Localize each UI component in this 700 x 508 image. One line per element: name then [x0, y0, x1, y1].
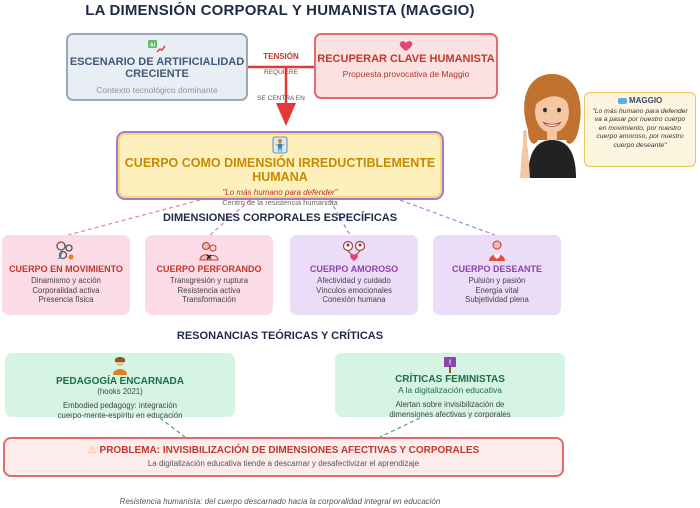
centra-label: SE CENTRA EN	[257, 95, 305, 102]
problem-title: PROBLEMA: INVISIBILIZACIÓN DE DIMENSIONE…	[99, 445, 480, 456]
feminist-line: dimensiones afectivas y corporales	[389, 409, 511, 419]
dimension-line: Energía vital	[475, 285, 519, 295]
page-title: LA DIMENSIÓN CORPORAL Y HUMANISTA (MAGGI…	[85, 2, 475, 19]
perforating-icon	[199, 242, 219, 261]
ai-box-sub: Contexto tecnológico dominante	[96, 84, 218, 95]
speech-icon	[617, 97, 627, 104]
humanist-box-sub: Propuesta provocativa de Maggio	[342, 69, 470, 80]
ai-scenario-box: AI ESCENARIO DE ARTIFICIALIDAD CRECIENTE…	[66, 33, 248, 101]
dimension-title: CUERPO PERFORANDO	[156, 264, 262, 274]
dimension-line: Afectividad y cuidado	[317, 276, 391, 286]
dimension-line: Resistencia activa	[177, 285, 241, 295]
ai-box-title: ESCENARIO DE ARTIFICIALIDAD CRECIENTE	[69, 56, 245, 81]
humanist-box: RECUPERAR CLAVE HUMANISTA Propuesta prov…	[314, 33, 498, 99]
maggio-quote-card: MAGGIO "Lo más humano para defender va a…	[584, 92, 696, 167]
warning-icon: ⚠	[87, 445, 97, 456]
core-body-box: CUERPO COMO DIMENSIÓN IRREDUCTIBLEMENTE …	[116, 131, 444, 207]
dimension-title: CUERPO AMOROSO	[309, 264, 399, 274]
core-quote: "Lo más humano para defender"	[222, 188, 338, 197]
pedagogy-line: Embodied pedagogy: integración	[62, 400, 177, 410]
pedagogy-title: PEDAGOGÍA ENCARNADA	[56, 376, 184, 387]
svg-text:!: !	[449, 360, 451, 367]
dimension-line: Subjetividad plena	[465, 295, 529, 305]
dimension-title: CUERPO DESEANTE	[451, 264, 542, 274]
feminist-line: Alertan sobre invisibilización de	[395, 399, 505, 409]
desiring-icon	[489, 240, 505, 261]
loving-icon	[342, 240, 366, 261]
down-arrow-icon	[276, 103, 296, 126]
ai-chart-icon: AI	[148, 40, 166, 53]
dimension-line: Presencia física	[38, 295, 94, 305]
human-body-icon	[272, 136, 288, 154]
dimension-card-perforando: CUERPO PERFORANDO Transgresión y ruptura…	[145, 235, 273, 315]
dimension-card-movimiento: CUERPO EN MOVIMIENTO Dinamismo y acción …	[2, 235, 130, 315]
dimension-card-deseante: CUERPO DESEANTE Pulsión y pasión Energía…	[433, 235, 561, 315]
tension-label: TENSIÓN	[263, 52, 299, 61]
pedagogy-subtitle: (hooks 2021)	[97, 387, 143, 397]
dimension-line: Vínculos emocionales	[316, 285, 392, 295]
feminist-card: ! CRÍTICAS FEMINISTAS A la digitalizació…	[335, 353, 565, 419]
dimension-title: CUERPO EN MOVIMIENTO	[9, 264, 123, 274]
footer-caption: Resistencia humanista: del cuerpo descar…	[119, 497, 441, 506]
problem-sub: La digitalización educativa tiende a des…	[147, 459, 420, 469]
resonances-section-title: RESONANCIAS TEÓRICAS Y CRÍTICAS	[176, 330, 384, 342]
requiere-label: REQUIERE	[264, 69, 298, 76]
dimension-line: Transformación	[182, 295, 236, 305]
teacher-icon	[113, 357, 127, 375]
link-perforando	[209, 199, 251, 236]
dimension-line: Conexión humana	[322, 295, 386, 305]
feminist-title: CRÍTICAS FEMINISTAS	[395, 374, 505, 385]
dimension-card-amoroso: CUERPO AMOROSO Afectividad y cuidado Vín…	[290, 235, 418, 315]
maggio-portrait	[520, 74, 581, 178]
dimension-line: Transgresión y ruptura	[169, 276, 249, 286]
link-deseante	[399, 199, 496, 236]
feminist-sign-icon: !	[444, 357, 456, 373]
svg-text:AI: AI	[150, 42, 156, 48]
heart-icon	[399, 41, 413, 51]
link-pedagogia	[159, 417, 186, 438]
link-movimiento	[67, 199, 201, 236]
dimension-line: Corporalidad activa	[32, 285, 100, 295]
core-sub: Centro de la resistencia humanista	[222, 198, 338, 207]
dimensions-section-title: DIMENSIONES CORPORALES ESPECÍFICAS	[162, 212, 398, 224]
dimension-line: Dinamismo y acción	[31, 276, 101, 286]
core-title: CUERPO COMO DIMENSIÓN IRREDUCTIBLEMENTE …	[124, 156, 436, 184]
maggio-name: MAGGIO	[628, 96, 663, 105]
movement-icon	[56, 241, 74, 260]
problem-box: ⚠ PROBLEMA: INVISIBILIZACIÓN DE DIMENSIO…	[3, 437, 564, 477]
humanist-box-title: RECUPERAR CLAVE HUMANISTA	[317, 53, 495, 65]
maggio-quote: "Lo más humano para defender va a pasar …	[592, 108, 688, 149]
pedagogy-card: PEDAGOGÍA ENCARNADA (hooks 2021) Embodie…	[5, 353, 235, 420]
dimension-line: Pulsión y pasión	[468, 276, 526, 286]
link-feministas	[379, 417, 421, 438]
feminist-subtitle: A la digitalización educativa	[398, 385, 502, 396]
pedagogy-line: cuerpo-mente-espíritu en educación	[57, 410, 183, 420]
